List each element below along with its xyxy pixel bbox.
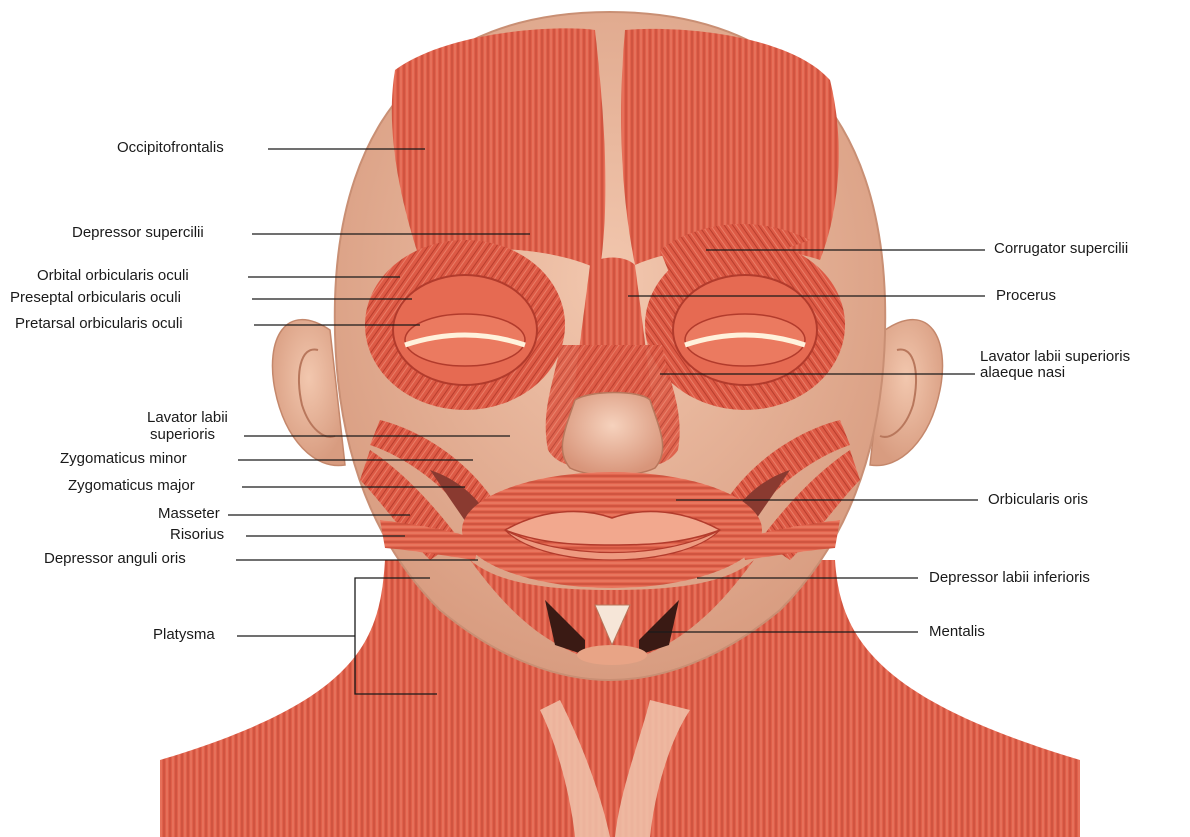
label-lavator-labii-superioris-alaeque-nasi-line1: Lavator labii superioris — [980, 348, 1130, 365]
label-lavator-labii-superioris-line2: superioris — [150, 426, 215, 443]
label-procerus: Procerus — [996, 287, 1056, 304]
label-lavator-labii-superioris-line1: Lavator labii — [147, 409, 228, 426]
label-zygomaticus-minor: Zygomaticus minor — [60, 450, 187, 467]
label-platysma: Platysma — [153, 626, 215, 643]
label-preseptal-orbicularis-oculi: Preseptal orbicularis oculi — [10, 289, 181, 306]
label-mentalis: Mentalis — [929, 623, 985, 640]
label-pretarsal-orbicularis-oculi: Pretarsal orbicularis oculi — [15, 315, 183, 332]
label-depressor-labii-inferioris: Depressor labii inferioris — [929, 569, 1090, 586]
label-depressor-anguli-oris: Depressor anguli oris — [44, 550, 186, 567]
label-zygomaticus-major: Zygomaticus major — [68, 477, 195, 494]
label-masseter: Masseter — [158, 505, 220, 522]
label-lavator-labii-superioris-alaeque-nasi-line2: alaeque nasi — [980, 364, 1065, 381]
label-orbital-orbicularis-oculi: Orbital orbicularis oculi — [37, 267, 189, 284]
label-depressor-supercilii: Depressor supercilii — [72, 224, 204, 241]
label-risorius: Risorius — [170, 526, 224, 543]
label-occipitofrontalis: Occipitofrontalis — [117, 139, 224, 156]
label-corrugator-supercilii: Corrugator supercilii — [994, 240, 1128, 257]
label-orbicularis-oris: Orbicularis oris — [988, 491, 1088, 508]
